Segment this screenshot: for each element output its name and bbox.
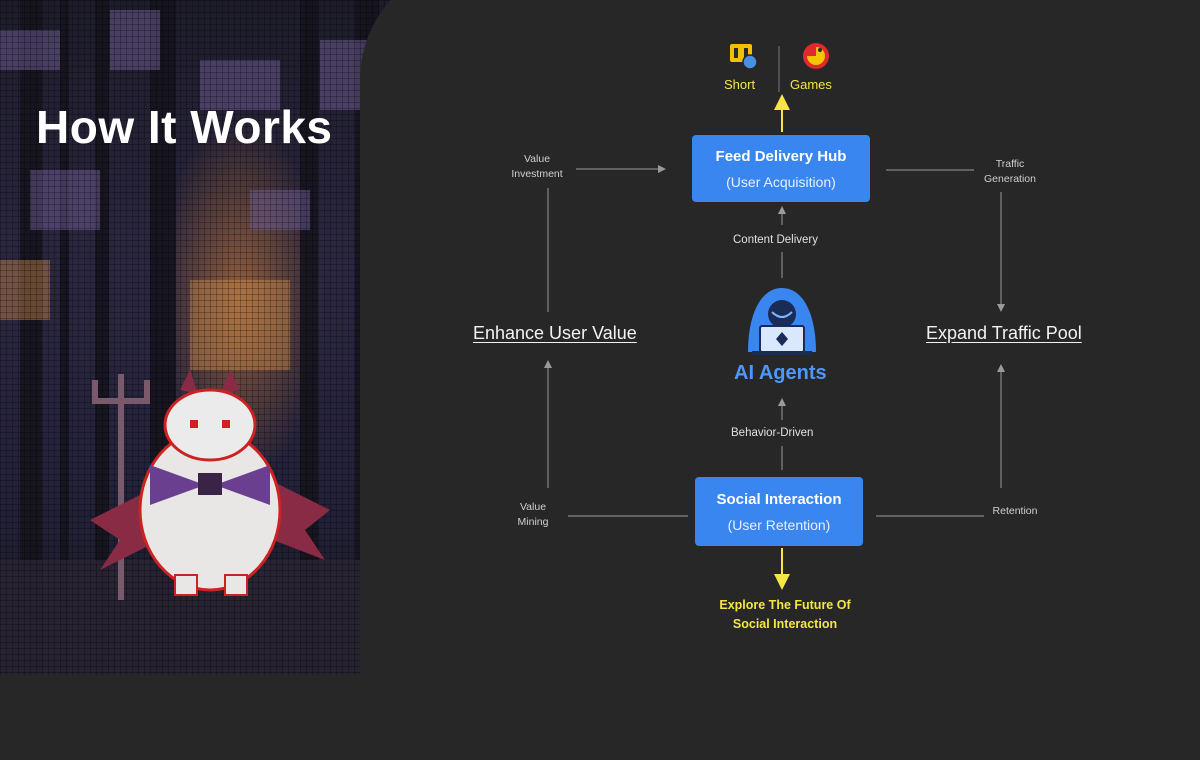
short-label: Short	[724, 77, 756, 92]
retention-label: Retention	[992, 505, 1038, 517]
feed-delivery-hub-box: Feed Delivery Hub (User Acquisition)	[692, 135, 870, 202]
future-line-2: Social Interaction	[732, 617, 838, 631]
enhance-user-value-node: Enhance User Value	[473, 323, 637, 343]
future-line-1: Explore The Future Of	[719, 598, 851, 612]
dark-panel	[360, 0, 1200, 760]
page-title: How It Works	[36, 101, 333, 153]
expand-traffic-pool-node: Expand Traffic Pool	[926, 323, 1082, 343]
games-icon	[803, 43, 829, 69]
ai-agents-label: AI Agents	[734, 362, 827, 384]
hub-title: Feed Delivery Hub	[715, 147, 847, 165]
traffic-generation-label: Traffic Generation	[984, 158, 1036, 185]
ai-agent-hacker-icon	[748, 288, 816, 355]
behavior-driven-label: Behavior-Driven	[731, 427, 814, 439]
hub-subtitle: (User Acquisition)	[726, 173, 836, 190]
short-video-icon	[730, 44, 758, 70]
social-subtitle: (User Retention)	[727, 516, 831, 533]
social-title: Social Interaction	[716, 490, 842, 508]
value-investment-label: Value Investment	[511, 153, 563, 180]
games-label: Games	[790, 77, 832, 92]
flow-diagram-connectors	[544, 43, 1005, 590]
future-label: Explore The Future Of Social Interaction	[712, 596, 858, 634]
devil-mascot-icon	[90, 370, 330, 600]
content-delivery-label: Content Delivery	[733, 234, 819, 246]
social-interaction-box: Social Interaction (User Retention)	[695, 477, 863, 546]
value-mining-label: Value Mining	[517, 501, 549, 528]
